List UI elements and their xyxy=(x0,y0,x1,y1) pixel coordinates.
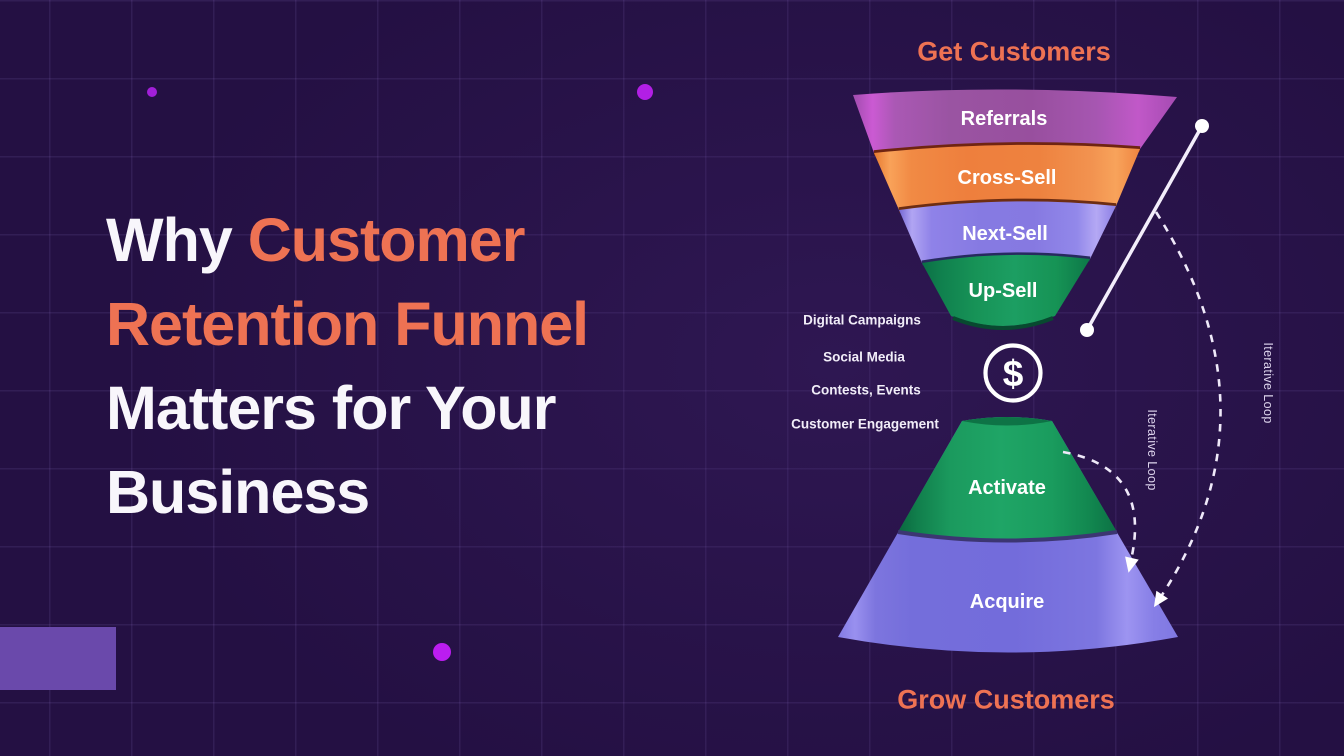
dollar-symbol: $ xyxy=(1003,353,1024,394)
bottom-funnel: Activate Acquire xyxy=(838,417,1178,653)
funnel-layer-label: Cross-Sell xyxy=(958,167,1057,189)
funnel-input-label: Social Media xyxy=(823,349,905,365)
arrowhead xyxy=(1125,556,1139,573)
title-line: Business xyxy=(106,458,370,526)
funnel-layer-activate xyxy=(898,417,1117,541)
title-line: Why Customer xyxy=(106,198,588,282)
iterative-loop-arrow-outer xyxy=(1153,211,1222,608)
decor-dot xyxy=(433,643,451,661)
funnel-layer-label: Next-Sell xyxy=(962,223,1048,245)
funnel-layer-next-sell xyxy=(899,201,1116,263)
title-line-accent: Retention Funnel xyxy=(106,290,589,358)
funnel-input-label: Customer Engagement xyxy=(791,416,939,432)
title-text-white: Why xyxy=(106,206,248,274)
iterative-loop-arrow-inner xyxy=(1062,450,1139,573)
funnel-separator xyxy=(897,530,1118,543)
dollar-icon: $ xyxy=(983,343,1043,403)
funnel-top-rim xyxy=(962,417,1052,426)
funnel-layer-cross-sell xyxy=(874,144,1140,210)
slide-title: Why Customer Retention Funnel Matters fo… xyxy=(106,198,589,534)
pointer-line-dot-bottom xyxy=(1080,323,1094,337)
iterative-loop-label-inner: Iterative Loop xyxy=(1145,409,1159,490)
get-customers-heading: Get Customers xyxy=(917,36,1111,67)
pointer-line-dot-top xyxy=(1195,119,1209,133)
title-text-accent: Customer xyxy=(247,206,526,274)
funnel-layer-label: Activate xyxy=(968,477,1046,499)
iterative-loop-label-outer: Iterative Loop xyxy=(1261,342,1275,423)
grow-customers-heading: Grow Customers xyxy=(897,684,1115,715)
funnel-layer-label: Referrals xyxy=(961,108,1048,130)
funnel-layer-label: Acquire xyxy=(970,591,1044,613)
funnel-layer-up-sell xyxy=(922,254,1090,326)
funnel-layer-label: Up-Sell xyxy=(969,280,1038,302)
funnel-input-label: Digital Campaigns xyxy=(803,312,921,328)
title-line: Matters for Your xyxy=(106,374,556,442)
pointer-line xyxy=(1080,119,1209,337)
funnel-input-label: Contests, Events xyxy=(811,382,921,398)
decor-dot xyxy=(637,84,653,100)
top-funnel: Referrals Cross-Sell Next-Sell Up-Sell xyxy=(853,89,1177,330)
funnel-spout-shadow xyxy=(952,316,1054,330)
decor-dot xyxy=(147,87,157,97)
decor-corner-rectangle xyxy=(0,627,116,690)
funnel-layer-referrals xyxy=(853,89,1177,153)
arrowhead xyxy=(1153,590,1169,608)
